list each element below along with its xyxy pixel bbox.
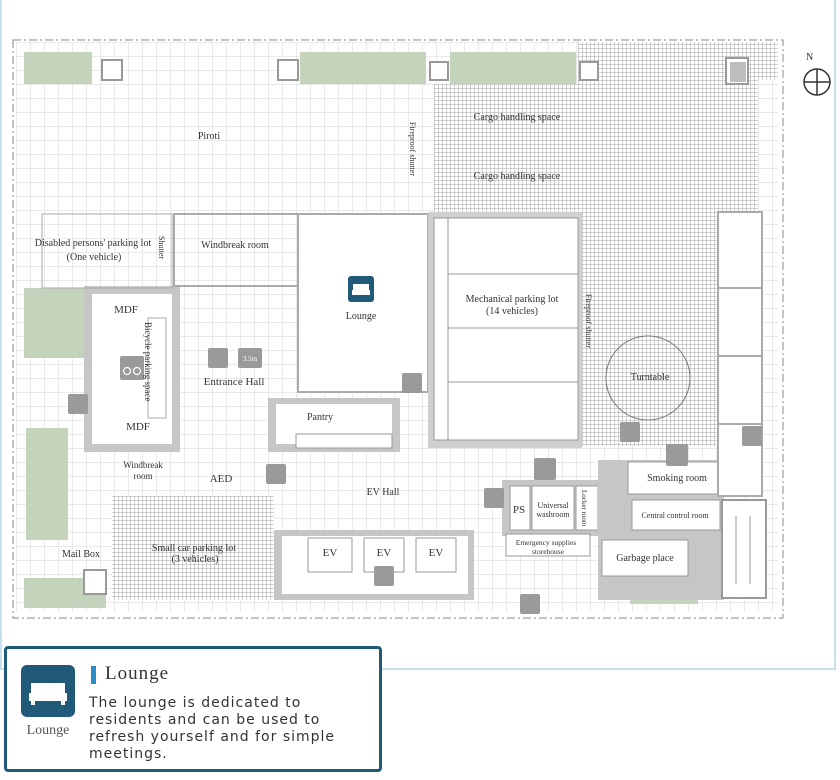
- label-ev-2: EV: [377, 547, 392, 559]
- label-central-control: Central control room: [641, 511, 709, 520]
- label-emergency-b: storehouse: [532, 547, 565, 556]
- bicycle-icon: [120, 356, 144, 380]
- label-piroti: Piroti: [198, 131, 220, 142]
- label-lounge[interactable]: Lounge: [346, 311, 377, 322]
- floor-plan: N Piroti Cargo handling space Cargo hand…: [12, 39, 831, 619]
- label-shutter: Shutter: [157, 236, 166, 259]
- compass-label: N: [806, 52, 813, 63]
- disabled-parking: [41, 213, 173, 289]
- label-aed: AED: [210, 473, 233, 485]
- info-icon-label: Lounge: [26, 723, 70, 738]
- title-accent-bar: [91, 666, 96, 684]
- site-boundary: [12, 39, 784, 619]
- label-mdf-top: MDF: [114, 304, 138, 316]
- cargo-area: [434, 84, 580, 212]
- sofa-icon[interactable]: [348, 276, 374, 302]
- label-emergency-a: Emergency supplies: [516, 538, 577, 547]
- room-labels: Piroti Cargo handling space Cargo handli…: [35, 112, 710, 565]
- info-title: Lounge: [105, 663, 170, 684]
- label-turntable: Turntable: [631, 372, 670, 383]
- label-mdf-bottom: MDF: [126, 421, 150, 433]
- label-garbage: Garbage place: [616, 553, 674, 564]
- label-disabled-parking: Disabled persons' parking lot: [35, 238, 152, 249]
- floor-plan-frame: N Piroti Cargo handling space Cargo hand…: [0, 0, 836, 670]
- label-small-car-a: Small car parking lot: [152, 543, 236, 554]
- label-windbreak-2b: room: [134, 471, 153, 481]
- label-entrance-hall: Entrance Hall: [204, 376, 265, 388]
- label-smoking: Smoking room: [647, 473, 707, 484]
- lounge-room[interactable]: [297, 213, 429, 393]
- small-car-area: [112, 496, 274, 600]
- stairs: [721, 499, 767, 599]
- mech-parking-room: [433, 217, 579, 441]
- info-description: The lounge is dedicated to residents and…: [89, 695, 336, 762]
- label-windbreak-room: Windbreak room: [201, 240, 269, 251]
- toilet-icon: [534, 458, 556, 480]
- smoking-icon: [666, 444, 688, 466]
- windbreak-room: [173, 213, 299, 287]
- info-panel: Lounge Lounge The lounge is dedicated to…: [4, 646, 382, 772]
- label-bicycle: Bicycle parking space: [143, 322, 153, 401]
- label-pantry: Pantry: [307, 412, 333, 423]
- compass-icon: [803, 68, 831, 96]
- corner-area: [758, 42, 778, 80]
- label-cargo-2: Cargo handling space: [474, 171, 561, 182]
- bag-icon: [208, 348, 228, 368]
- label-locker: Locker room: [580, 490, 588, 527]
- label-dimension: 3.5m: [243, 355, 258, 363]
- label-windbreak-2a: Windbreak: [123, 460, 163, 470]
- label-mech-parking: Mechanical parking lot: [466, 294, 559, 305]
- label-disabled-parking-sub: (One vehicle): [67, 252, 122, 263]
- label-ev-1: EV: [323, 547, 338, 559]
- label-ps: PS: [513, 504, 525, 516]
- label-cargo-1: Cargo handling space: [474, 112, 561, 123]
- side-stalls: [717, 211, 763, 497]
- label-mech-parking-sub: (14 vehicles): [486, 306, 538, 317]
- lock-icons: [68, 373, 762, 614]
- label-mailbox: Mail Box: [62, 549, 100, 560]
- label-fireproof-shutter-1: Fireproof shutter: [408, 122, 417, 176]
- label-ev-3: EV: [429, 547, 444, 559]
- label-ev-hall: EV Hall: [367, 487, 400, 498]
- turntable: [605, 335, 691, 421]
- label-washroom-a: Universal: [537, 501, 569, 510]
- label-fireproof-shutter-2: Fireproof shutter: [584, 294, 593, 348]
- label-washroom-b: washroom: [536, 510, 570, 519]
- label-small-car-b: (3 vehicles): [172, 554, 219, 565]
- sofa-icon: [21, 665, 75, 717]
